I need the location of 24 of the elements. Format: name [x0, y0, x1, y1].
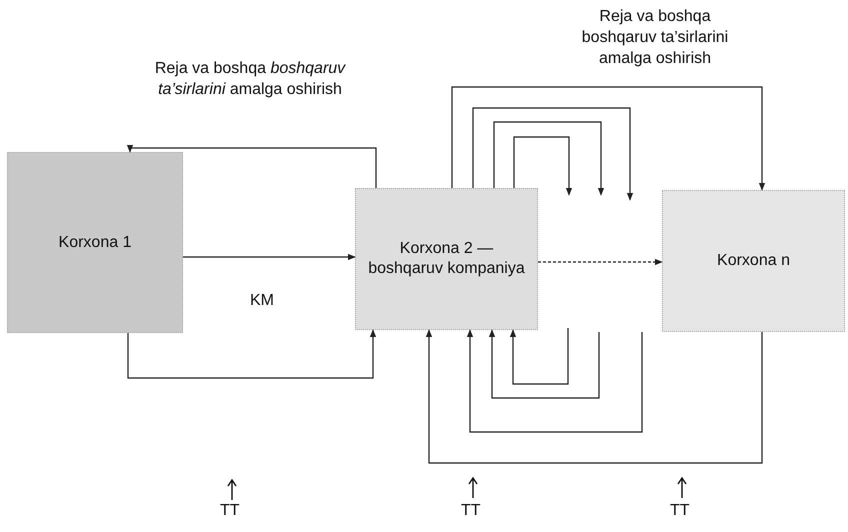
annotation-text: Reja va boshqa boshqaruv ta’sirlarini amalga oshirish [154, 59, 347, 100]
company-box [662, 190, 845, 332]
arrow [488, 329, 600, 399]
arrow [472, 107, 634, 201]
region-label: KM [250, 291, 274, 311]
symbol-label: TT [670, 501, 690, 521]
company-name: Korxona 1 [58, 232, 132, 252]
company-name: Korxona n [717, 251, 790, 271]
company-box [355, 188, 538, 330]
arrow [538, 258, 663, 266]
company-box [7, 152, 183, 333]
arrow [126, 144, 377, 188]
arrow [127, 329, 376, 379]
arrow [510, 328, 569, 385]
arrow [183, 254, 356, 260]
company-name: Korxona 2 — boshqaruv kompaniya [367, 239, 526, 279]
arrow [513, 136, 572, 196]
arrow [493, 121, 604, 196]
arrow [466, 329, 643, 433]
arrow [426, 329, 763, 464]
symbol-label: TT [461, 501, 481, 521]
arrow [451, 86, 766, 191]
annotation-text: Reja va boshqa boshqaruv ta’sirlarini amalga oshirish [580, 7, 730, 69]
symbol-label: TT [220, 501, 240, 521]
